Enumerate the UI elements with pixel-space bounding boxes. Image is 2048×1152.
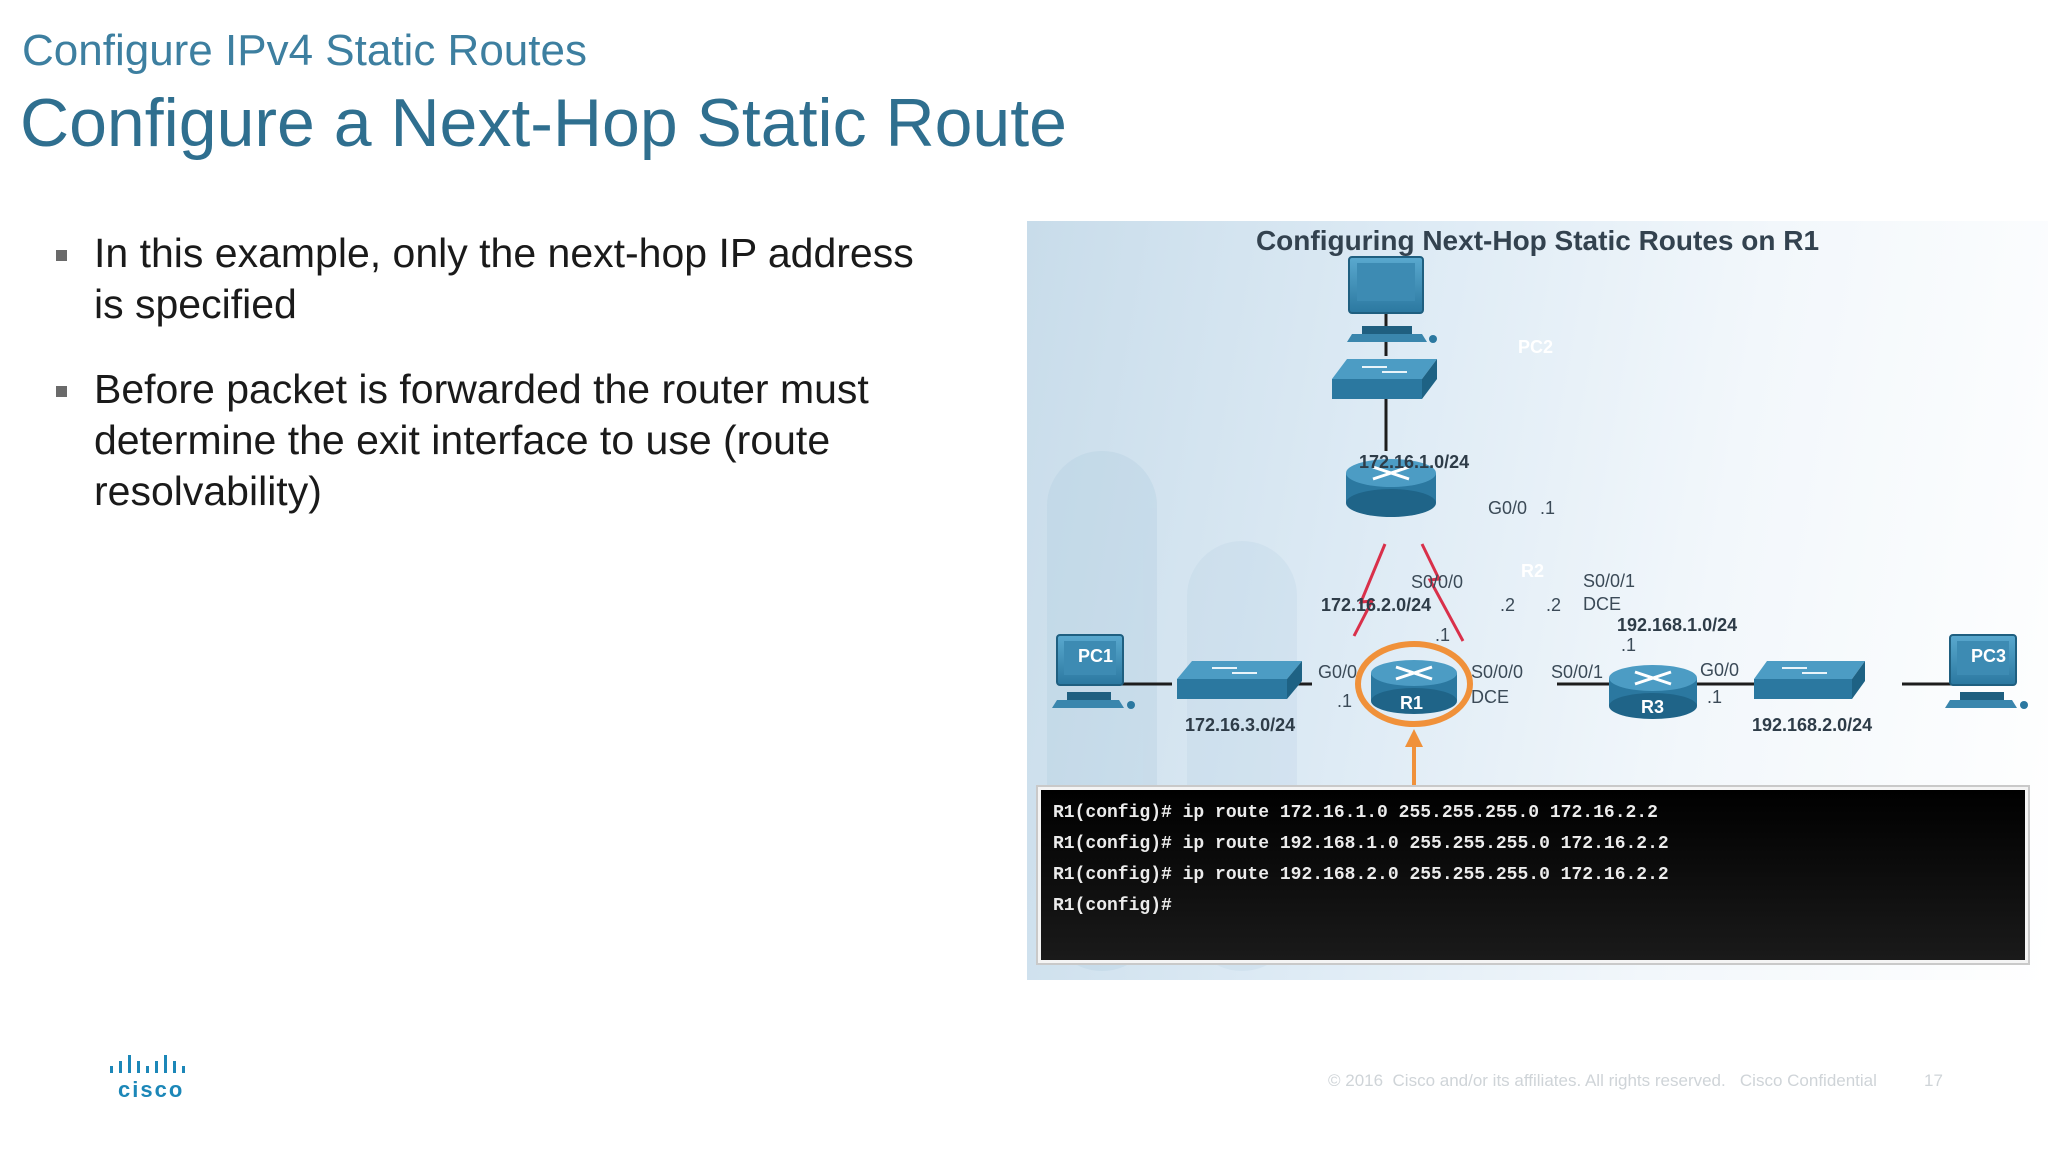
pc1-icon (1052, 634, 1135, 709)
switch-icon (1177, 661, 1302, 699)
cli-command-line: R1(config)# ip route 172.16.1.0 255.255.… (1053, 803, 1658, 823)
dce-label: DCE (1471, 687, 1510, 707)
r1-label: R1 (1400, 693, 1424, 713)
cli-terminal: R1(config)# ip route 172.16.1.0 255.255.… (1038, 787, 2028, 963)
cli-command-line: R1(config)# ip route 192.168.2.0 255.255… (1053, 865, 1669, 885)
bullet-text: Before packet is forwarded the router mu… (94, 366, 869, 514)
topology-figure: Configuring Next-Hop Static Routes on R1… (1027, 221, 2048, 980)
section-subtitle: Configure IPv4 Static Routes (22, 26, 587, 75)
router-r3-icon (1609, 665, 1697, 719)
interface-label: G0/0 (1318, 662, 1358, 682)
page-number: 17 (1924, 1071, 1943, 1090)
pc3-label: PC3 (1971, 646, 2007, 666)
pc2-label: PC2 (1518, 337, 1554, 357)
ip-label: .1 (1707, 687, 1723, 707)
ip-label: .1 (1540, 498, 1556, 518)
serial-link-r2-r3 (1420, 543, 1465, 642)
r3-label: R3 (1641, 697, 1665, 717)
figure-title: Configuring Next-Hop Static Routes on R1 (1255, 225, 1820, 256)
cisco-bars-icon (110, 1055, 185, 1073)
cli-command-line: R1(config)# ip route 192.168.1.0 255.255… (1053, 834, 1669, 854)
ip-label: .1 (1337, 691, 1353, 711)
interface-label: S0/0/1 (1583, 571, 1636, 591)
bullet-item: Before packet is forwarded the router mu… (56, 364, 916, 517)
switch-icon (1754, 661, 1865, 699)
ip-label: .2 (1500, 595, 1516, 615)
ip-label: .2 (1546, 595, 1562, 615)
slide-title: Configure a Next-Hop Static Route (20, 85, 1067, 161)
network-label: 172.16.2.0/24 (1321, 595, 1432, 615)
network-label: 172.16.3.0/24 (1185, 715, 1296, 735)
dce-label: DCE (1583, 594, 1622, 614)
router-r2-icon (1346, 459, 1436, 517)
ip-label: .1 (1435, 625, 1451, 645)
bullet-list: In this example, only the next-hop IP ad… (56, 228, 916, 551)
cisco-logo-text: cisco (118, 1077, 185, 1102)
interface-label: S0/0/0 (1471, 662, 1524, 682)
arrow-up-icon (1405, 729, 1423, 785)
cli-prompt-line: R1(config)# (1053, 896, 1172, 916)
interface-label: G0/0 (1488, 498, 1528, 518)
serial-link-r1-r2 (1352, 543, 1387, 637)
pc1-label: PC1 (1078, 646, 1114, 666)
square-bullet-icon (56, 386, 67, 397)
bullet-text: In this example, only the next-hop IP ad… (94, 230, 914, 327)
interface-label: G0/0 (1700, 660, 1740, 680)
ip-label: .1 (1621, 635, 1637, 655)
square-bullet-icon (56, 250, 67, 261)
network-label: 172.16.1.0/24 (1359, 452, 1470, 472)
interface-label: S0/0/0 (1411, 572, 1464, 592)
network-label: 192.168.2.0/24 (1752, 715, 1873, 735)
bullet-item: In this example, only the next-hop IP ad… (56, 228, 916, 330)
r2-label: R2 (1521, 561, 1545, 581)
switch-icon (1332, 359, 1437, 399)
pc2-icon (1347, 256, 1437, 343)
network-label: 192.168.1.0/24 (1617, 615, 1738, 635)
copyright-notice: © 2016 Cisco and/or its affiliates. All … (1328, 1071, 1877, 1090)
interface-label: S0/0/1 (1551, 662, 1604, 682)
pc3-icon (1945, 634, 2028, 709)
router-r1-icon (1355, 641, 1473, 727)
